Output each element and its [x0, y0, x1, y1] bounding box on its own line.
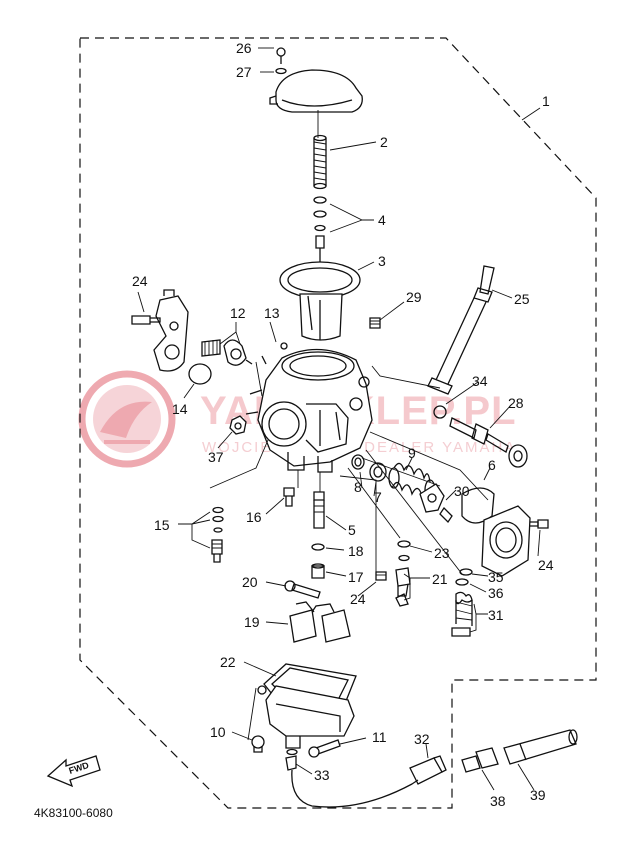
pump-rod-7 — [369, 462, 387, 482]
needle-set — [313, 196, 327, 262]
diagram-code: 4K83100-6080 — [34, 806, 113, 820]
choke-bracket — [131, 289, 189, 372]
callout-13: 13 — [264, 305, 280, 321]
needle-jet — [313, 491, 325, 529]
washer-37 — [455, 578, 469, 586]
callout-19: 19 — [244, 614, 260, 630]
o-ring-14 — [188, 363, 212, 385]
callout-30: 29 — [406, 289, 422, 305]
connection-lines — [209, 110, 489, 741]
callout-25: 24 — [350, 591, 366, 607]
callout-40: 39 — [530, 787, 546, 803]
drain-34 — [285, 748, 298, 771]
screw-11 — [308, 739, 341, 758]
leader-lines — [137, 47, 541, 791]
callout-12: 12 — [230, 305, 246, 321]
pump-cover — [481, 505, 549, 577]
callout-18: 18 — [348, 543, 364, 559]
watermark-logo-icon — [78, 370, 176, 468]
hose-40 — [503, 729, 578, 765]
callout-21: 21 — [432, 571, 448, 587]
starter-plunger — [201, 339, 253, 366]
screw-30 — [369, 317, 381, 329]
callout-26: 25 — [514, 291, 530, 307]
callout-2: 2 — [380, 134, 388, 150]
callout-15: 15 — [154, 517, 170, 533]
callout-31: 30 — [454, 483, 470, 499]
callout-32: 31 — [488, 607, 504, 623]
callout-35: 34 — [472, 373, 488, 389]
callout-6: 6 — [488, 457, 496, 473]
main-jet-17 — [311, 563, 325, 579]
washer-18 — [311, 543, 325, 551]
fwd-arrow-icon: FWD — [46, 755, 101, 788]
adjuster-screw-29 — [433, 405, 528, 468]
drain-hose-33 — [291, 755, 447, 808]
fitting-39 — [461, 747, 499, 773]
callout-27: 26 — [236, 40, 252, 56]
callout-16: 16 — [246, 509, 262, 525]
pump-lever-31 — [419, 483, 453, 524]
callout-36: 35 — [488, 569, 504, 585]
float-bowl — [257, 663, 357, 749]
callout-29: 28 — [508, 395, 524, 411]
callout-3: 3 — [378, 253, 386, 269]
callout-9: 9 — [408, 445, 416, 461]
float-19 — [289, 601, 351, 643]
callout-17: 17 — [348, 569, 364, 585]
callout-34: 33 — [314, 767, 330, 783]
spring-screw-32 — [451, 591, 473, 637]
callout-14: 14 — [172, 401, 188, 417]
pilot-screw-set — [211, 506, 224, 563]
bolt-16 — [283, 487, 295, 507]
callout-numbers: 26 27 1 2 4 3 24 12 13 29 25 34 28 14 37… — [132, 40, 554, 809]
callout-4: 4 — [378, 212, 386, 228]
nut-38 — [229, 415, 247, 435]
callout-24-right: 24 — [538, 557, 554, 573]
float-valve-21 — [395, 554, 411, 607]
screw-10 — [251, 735, 265, 753]
callout-23: 23 — [434, 545, 450, 561]
screw-20 — [284, 580, 321, 599]
callout-5: 5 — [348, 522, 356, 538]
assembly-boundary — [79, 37, 597, 809]
o-ring-23 — [397, 540, 411, 548]
callout-8: 8 — [354, 479, 362, 495]
callout-22: 22 — [220, 654, 236, 670]
callout-1: 1 — [542, 93, 550, 109]
callout-20: 20 — [242, 574, 258, 590]
throttle-spring — [313, 134, 327, 190]
clip-13 — [261, 342, 288, 365]
callout-24-left: 24 — [132, 273, 148, 289]
callout-11: 11 — [372, 729, 387, 745]
callout-33: 32 — [414, 731, 430, 747]
pump-seal-8 — [351, 454, 365, 470]
callout-7: 7 — [374, 489, 382, 505]
carb-top-cover — [269, 47, 363, 113]
callout-37: 36 — [488, 585, 504, 601]
diaphragm-piston — [279, 261, 361, 341]
callout-38: 37 — [208, 449, 224, 465]
carburetor-body — [245, 348, 373, 473]
pump-diaphragm-6 — [461, 487, 495, 524]
callout-28: 27 — [236, 64, 252, 80]
callout-10: 10 — [210, 724, 226, 740]
cable-pipe — [427, 265, 495, 395]
screw-25 — [375, 571, 387, 581]
callout-39: 38 — [490, 793, 506, 809]
